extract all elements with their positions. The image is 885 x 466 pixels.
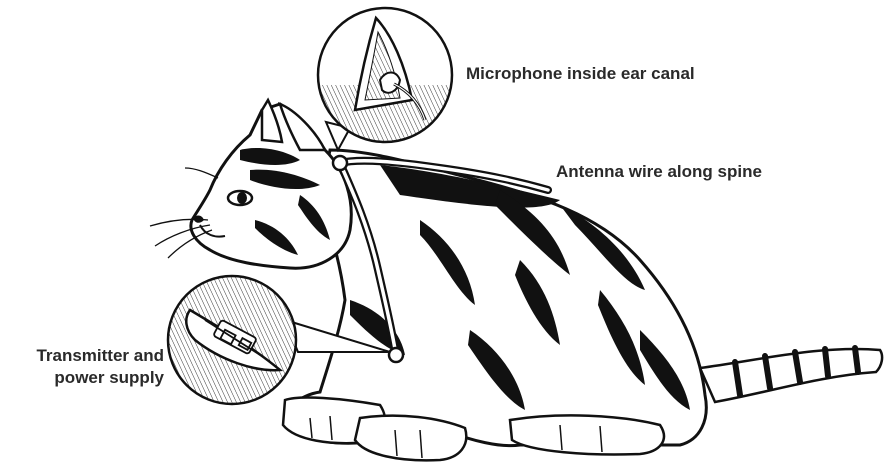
wire-node-neck	[333, 156, 347, 170]
cat-hind-paw	[510, 415, 664, 454]
ear-inset	[318, 8, 458, 150]
transmitter-label-line1: Transmitter and	[4, 345, 164, 367]
transmitter-label: Transmitter and power supply	[4, 345, 164, 389]
cat-figure	[150, 100, 882, 460]
microphone-label: Microphone inside ear canal	[466, 63, 695, 85]
cat-front-paw-right	[355, 416, 466, 461]
wire-node-transmitter	[389, 348, 403, 362]
antenna-label: Antenna wire along spine	[556, 161, 762, 183]
transmitter-label-line2: power supply	[4, 367, 164, 389]
